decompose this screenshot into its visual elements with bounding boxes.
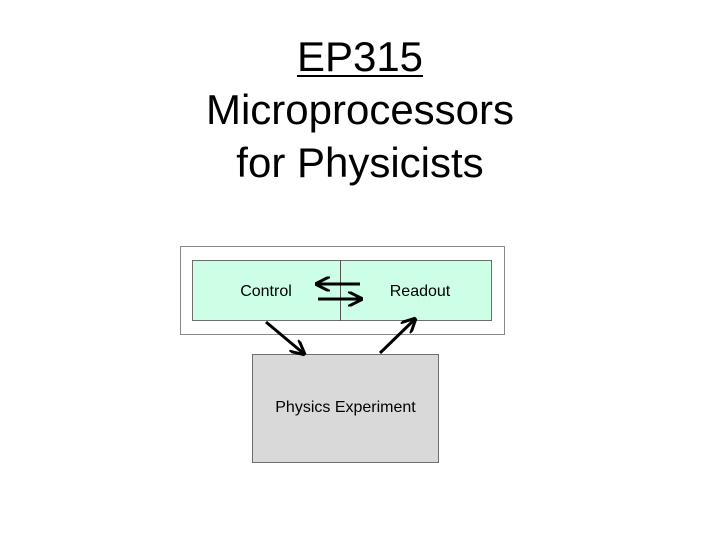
title-line-2: Microprocessors <box>205 86 515 133</box>
physics-experiment-box <box>252 354 439 463</box>
computer-divider <box>340 260 341 321</box>
control-label: Control <box>240 283 292 300</box>
title-line-3: for Physicists <box>236 139 484 186</box>
physics-experiment-label: Physics Experiment <box>275 399 416 416</box>
course-code: EP315 <box>296 33 424 80</box>
readout-label: Readout <box>389 283 451 300</box>
computer-box <box>192 260 492 321</box>
slide-title: EP315 Microprocessors for Physicists <box>0 30 720 189</box>
